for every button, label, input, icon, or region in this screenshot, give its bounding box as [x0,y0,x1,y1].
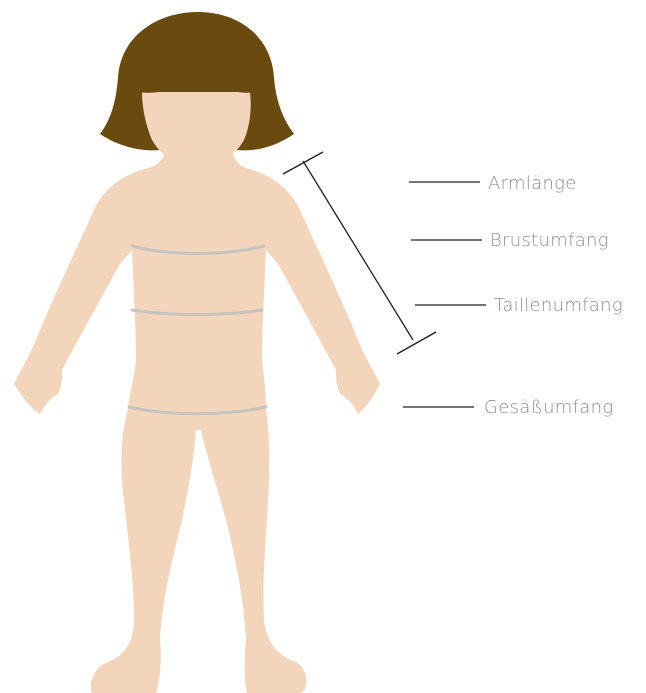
hip-label: Gesäßumfang [484,397,613,418]
torso [14,152,380,693]
arm-length-cap-bottom [397,332,436,354]
arm-length-cap-top [283,152,323,174]
body-silhouette [14,152,380,693]
chest-label: Brustumfang [490,230,609,251]
face [142,92,251,166]
arm-length-label: Armlänge [488,173,577,194]
waist-label: Taillenumfang [494,295,623,316]
